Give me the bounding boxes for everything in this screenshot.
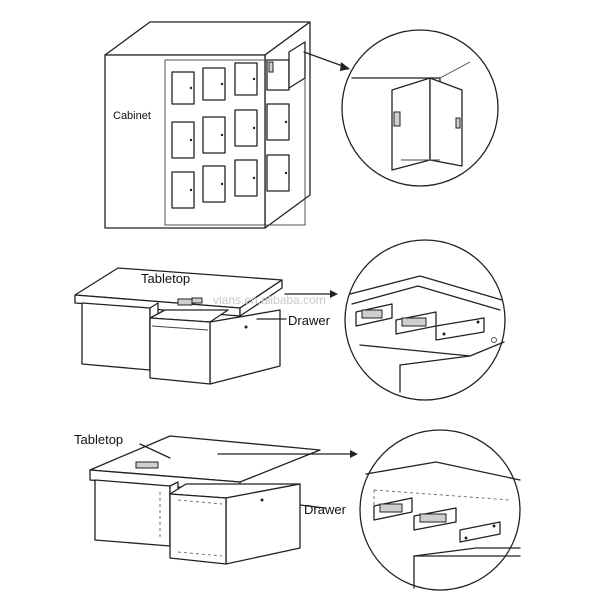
drawer-illustration-2: [169, 483, 301, 565]
cabinet-illustration: [104, 21, 311, 229]
drawer-label-2: Drawer: [304, 502, 346, 517]
watermark: vians.en.alibaba.com: [213, 293, 326, 307]
tabletop-label-2: Tabletop: [74, 432, 124, 447]
open-locker-door: [268, 41, 306, 89]
cabinet-label: Cabinet: [113, 110, 151, 122]
drawer-illustration-1: [149, 309, 281, 385]
detail-circle-drawer-2: [359, 429, 521, 591]
locker-doors: [171, 59, 290, 209]
callout-arrow-drawer-1: [256, 290, 338, 320]
drawer-label-1: Drawer: [288, 313, 330, 328]
callout-arrow-cabinet: [303, 51, 350, 71]
tabletop-label-1: Tabletop: [141, 271, 191, 286]
callout-arrow-drawer-2: [139, 443, 358, 509]
detail-circle-drawer-1: [344, 239, 506, 401]
detail-circle-cabinet: [341, 29, 499, 187]
